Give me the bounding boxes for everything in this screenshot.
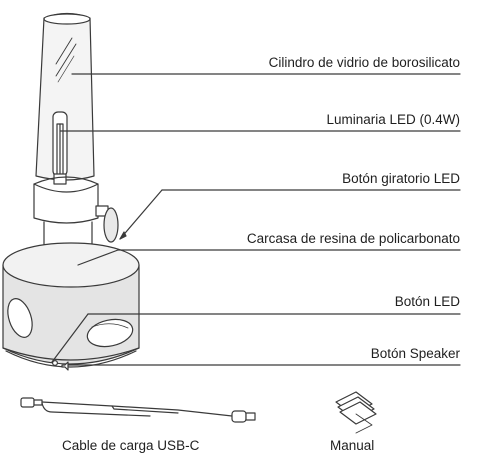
usb-c-cable [20, 397, 256, 423]
label-housing: Carcasa de resina de policarbonato [246, 231, 460, 246]
label-speaker-button: Botón Speaker [370, 346, 460, 361]
label-led-button: Botón LED [394, 294, 460, 309]
label-cylinder: Cilindro de vidrio de borosilicato [268, 55, 460, 70]
caption-manual: Manual [330, 438, 375, 453]
label-led-luminaire: Luminaria LED (0.4W) [326, 112, 460, 127]
label-rotary-button: Botón giratorio LED [342, 171, 460, 186]
glass-cylinder [35, 12, 95, 181]
manual-booklet [335, 391, 377, 434]
lantern-collar [33, 176, 99, 251]
led-luminaire [52, 111, 68, 185]
led-button-icon [51, 360, 58, 367]
caption-cable: Cable de carga USB-C [62, 438, 200, 453]
rotary-knob [95, 205, 119, 243]
speaker-button-icon [61, 361, 69, 371]
base-housing [2, 242, 140, 368]
callout-lines [51, 73, 461, 366]
